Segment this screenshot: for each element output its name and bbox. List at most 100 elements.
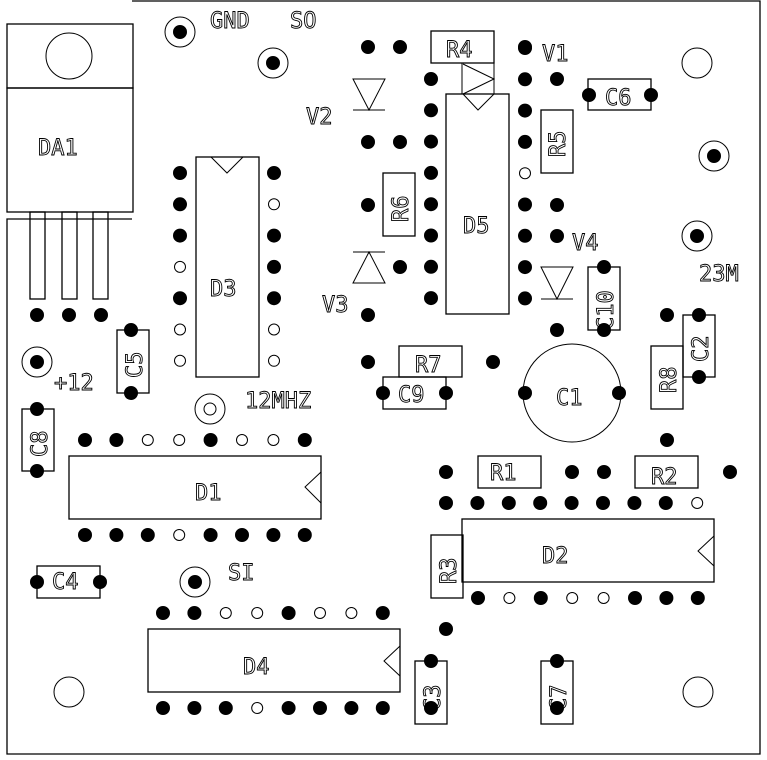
pad — [439, 622, 453, 636]
d4-pin — [187, 606, 202, 620]
resistor-r2[interactable]: R2 — [634, 455, 699, 490]
da1-pad — [94, 308, 108, 322]
diode-v1[interactable]: V1 — [461, 42, 569, 95]
d4-pin — [218, 701, 233, 715]
capacitor-c8[interactable]: C8 — [21, 408, 55, 472]
capacitor-c6[interactable]: C6 — [587, 78, 652, 111]
d2-pin — [691, 497, 704, 509]
v1-label: V1 — [542, 42, 569, 67]
d3-pin — [174, 354, 186, 367]
c6-label: C6 — [605, 86, 632, 111]
capacitor-c2[interactable]: C2 — [682, 314, 716, 378]
capacitor-c1[interactable]: C1 — [522, 343, 622, 443]
pad — [376, 386, 390, 400]
d1-pin — [267, 434, 280, 446]
pad — [361, 308, 375, 322]
d2-pin — [439, 496, 453, 510]
component-d1[interactable]: D1 — [68, 455, 322, 520]
d2-pin — [564, 496, 579, 510]
d1-pin — [173, 434, 186, 446]
diode-v4[interactable]: V4 — [540, 231, 599, 301]
resistor-r7[interactable]: R7 — [398, 345, 463, 378]
v2-label: V2 — [306, 105, 333, 130]
v3-label: V3 — [322, 293, 349, 318]
pad — [424, 701, 438, 715]
gnd-label: GND — [210, 9, 250, 34]
r6-body — [382, 172, 416, 237]
resistor-r6[interactable]: R6 — [382, 172, 416, 237]
so-label: SO — [290, 9, 317, 34]
r3-label: R3 — [437, 558, 462, 585]
diode-v2[interactable]: V2 — [306, 78, 386, 130]
pad — [550, 701, 564, 715]
d5-pin — [424, 228, 438, 243]
d3-body — [195, 156, 260, 378]
capacitor-c4[interactable]: C4 — [36, 565, 101, 599]
d2-pin — [471, 591, 485, 605]
component-d5[interactable]: D5 — [445, 93, 510, 315]
pad — [393, 135, 407, 149]
d3-pin — [268, 198, 280, 211]
da1-lead — [92, 211, 109, 300]
mount-hole — [53, 676, 85, 708]
resistor-r4[interactable]: R4 — [430, 30, 495, 64]
d4-pin — [344, 701, 359, 715]
capacitor-c9[interactable]: C9 — [382, 376, 447, 410]
r5-body — [540, 109, 574, 174]
resistor-r5[interactable]: R5 — [540, 109, 574, 174]
c1-label: C1 — [556, 386, 583, 411]
d5-pin — [424, 134, 438, 149]
pad — [93, 575, 107, 589]
capacitor-c5[interactable]: C5 — [116, 329, 150, 394]
component-d2[interactable]: D2 — [461, 518, 715, 583]
d2-body — [461, 518, 715, 583]
pad — [30, 464, 44, 478]
testpoint-23m-center — [690, 229, 704, 243]
pad — [361, 135, 375, 149]
component-da1[interactable]: DA1 — [6, 23, 134, 300]
d3-notch — [210, 156, 244, 174]
si-label: SI — [228, 561, 255, 586]
pad — [124, 323, 138, 337]
c8-label: C8 — [28, 431, 53, 458]
component-d4[interactable]: D4 — [147, 628, 401, 693]
resistor-r3[interactable]: R3 — [430, 534, 464, 599]
r2-label: R2 — [651, 465, 678, 490]
testpoint-12mhz-center — [203, 402, 217, 416]
pad — [439, 386, 453, 400]
d1-body — [68, 455, 322, 520]
r1-label: R1 — [490, 461, 517, 486]
capacitor-c10[interactable]: C10 — [587, 266, 621, 331]
d4-pin — [187, 701, 202, 715]
d4-pin — [156, 606, 170, 620]
pad — [124, 386, 138, 400]
pad — [518, 386, 532, 400]
pad — [597, 323, 611, 337]
da1-lead — [61, 211, 78, 300]
d5-pin — [424, 197, 438, 212]
d3-pin — [267, 228, 281, 243]
r4-label: R4 — [446, 38, 473, 63]
d2-pin — [533, 496, 548, 510]
resistor-r8[interactable]: R8 — [650, 345, 684, 410]
d3-pin — [173, 197, 187, 212]
pad — [439, 465, 453, 479]
d3-pin — [268, 323, 280, 336]
d5-pin — [424, 103, 438, 118]
d3-pin — [173, 166, 187, 180]
resistor-r1[interactable]: R1 — [477, 455, 542, 489]
d5-pin — [518, 228, 532, 243]
pad — [361, 40, 375, 54]
diode-v3[interactable]: V3 — [322, 250, 386, 318]
component-d3[interactable]: D3 — [195, 156, 260, 378]
pad — [361, 355, 375, 369]
d2-pin — [470, 496, 485, 510]
d5-pin — [518, 260, 532, 275]
c9-label: C9 — [398, 383, 425, 408]
d4-pin — [313, 701, 327, 715]
pad — [424, 654, 438, 668]
d5-pin — [424, 72, 438, 86]
d4-pin — [375, 606, 390, 620]
mount-hole — [681, 47, 713, 79]
